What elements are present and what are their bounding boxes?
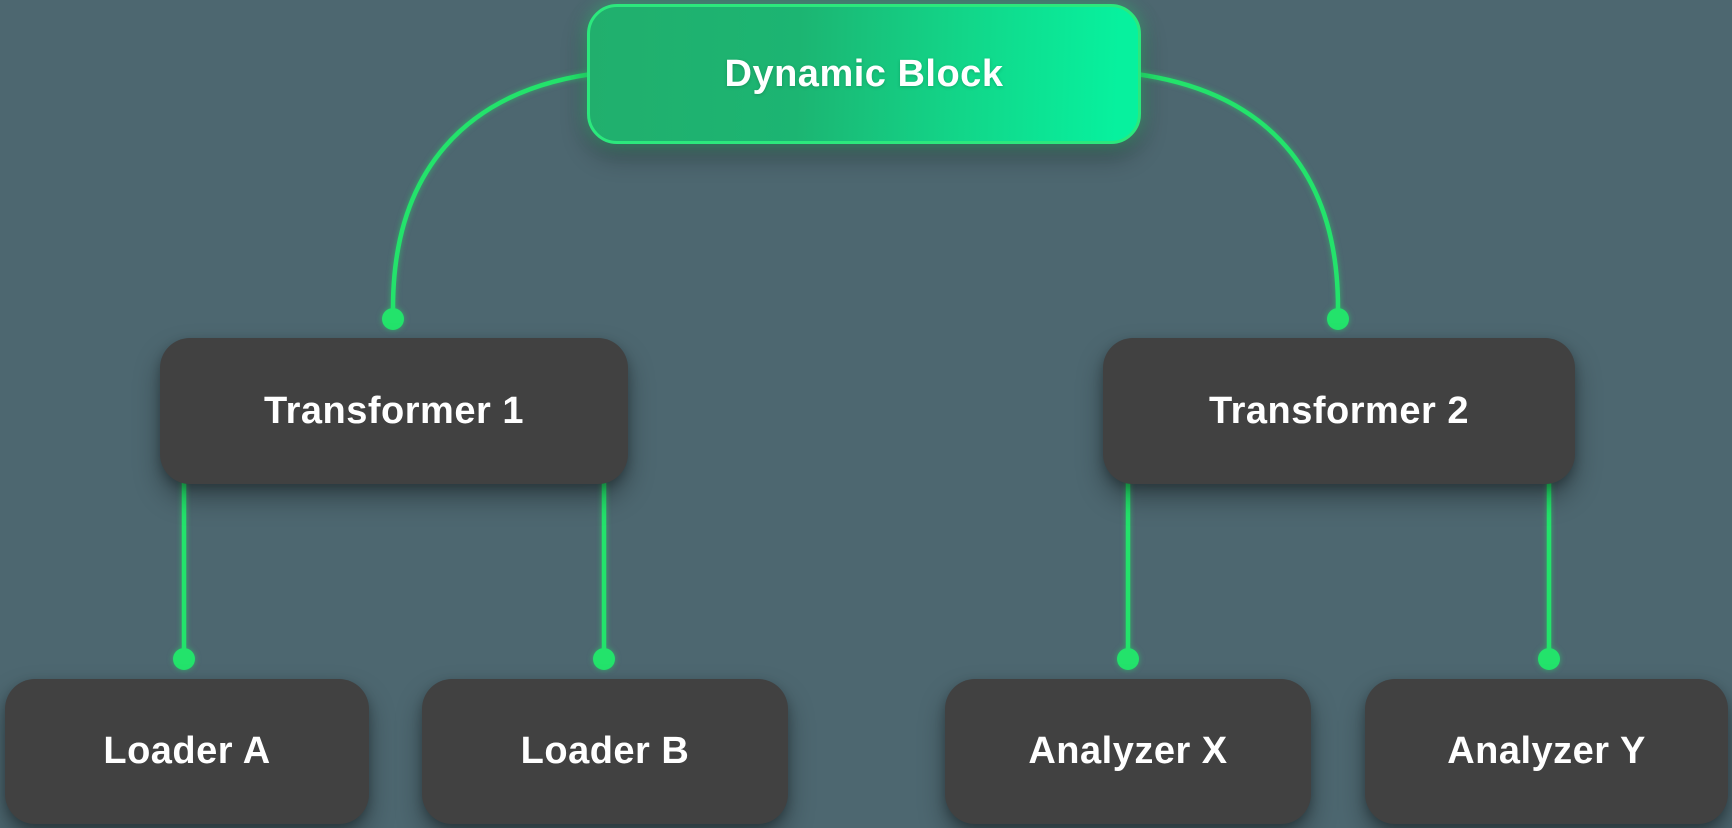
node-dynamic-block-label: Dynamic Block bbox=[724, 52, 1004, 95]
node-transformer-2[interactable]: Transformer 2 bbox=[1103, 338, 1575, 484]
edge-endpoint-dot-transformer1 bbox=[382, 308, 404, 330]
node-transformer-2-label: Transformer 2 bbox=[1209, 389, 1469, 432]
edge-endpoint-dot-analyzer-x bbox=[1117, 648, 1139, 670]
edge-endpoint-dot-transformer2 bbox=[1327, 308, 1349, 330]
edge-endpoint-dot-analyzer-y bbox=[1538, 648, 1560, 670]
edge-endpoint-dot-loader-b bbox=[593, 648, 615, 670]
node-loader-a-label: Loader A bbox=[103, 730, 271, 772]
node-analyzer-x[interactable]: Analyzer X bbox=[945, 679, 1311, 824]
edge-root-to-transformer2 bbox=[1133, 71, 1341, 311]
node-analyzer-y-label: Analyzer Y bbox=[1447, 730, 1646, 772]
node-analyzer-x-label: Analyzer X bbox=[1028, 730, 1228, 772]
node-analyzer-y[interactable]: Analyzer Y bbox=[1365, 679, 1728, 824]
node-dynamic-block[interactable]: Dynamic Block bbox=[587, 4, 1141, 144]
node-transformer-1-label: Transformer 1 bbox=[264, 389, 524, 432]
node-transformer-1[interactable]: Transformer 1 bbox=[160, 338, 628, 484]
node-loader-b[interactable]: Loader B bbox=[422, 679, 788, 824]
edge-endpoint-dot-loader-a bbox=[173, 648, 195, 670]
node-loader-a[interactable]: Loader A bbox=[5, 679, 369, 824]
edge-root-to-transformer1 bbox=[390, 71, 595, 311]
node-loader-b-label: Loader B bbox=[520, 730, 690, 772]
